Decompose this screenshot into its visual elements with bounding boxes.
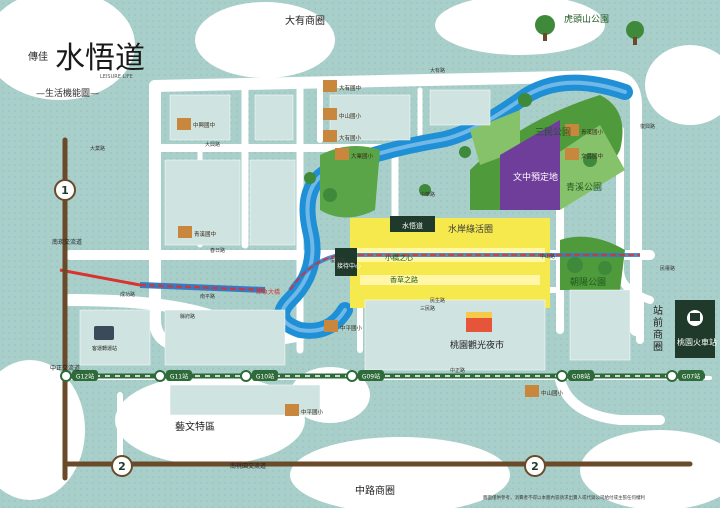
mrt-station-marker-icon xyxy=(240,370,252,382)
culture-reserve-label: 文中預定地 xyxy=(513,171,558,183)
bridge-label: 印象大橋 xyxy=(256,288,280,296)
project-site-label: 水悟道 xyxy=(402,221,423,230)
brand-subtitle-en: LEISURE LIFE xyxy=(100,74,133,80)
street-wenhua: 大興路 xyxy=(205,141,220,148)
south-interchange-label: 南崁交流道 xyxy=(52,238,82,246)
hw2-right-shield-icon xyxy=(524,455,546,477)
train-station-block xyxy=(675,300,715,358)
landmark-labels: 水悟道 水岸綠活圈 文中預定地 接待中心 桃園觀光夜市 桃園火車站 小橋之心 香… xyxy=(50,171,717,470)
school-label-6: 青溪國小 xyxy=(581,128,604,136)
mrt-station-label: G07站 xyxy=(682,373,700,381)
brand-name: 水悟道 xyxy=(55,41,145,76)
school-label-4: 中山國小 xyxy=(339,112,362,120)
park-sanmin: 三民公園 xyxy=(535,127,571,138)
waterfront-path xyxy=(360,275,540,285)
park-chaoyang: 朝陽公園 xyxy=(570,277,606,288)
mrt-station-marker-icon xyxy=(346,370,358,382)
night-market-label: 桃園觀光夜市 xyxy=(450,339,504,351)
bus-station-label: 客運轉運站 xyxy=(92,345,117,352)
park-hutoushan: 虎頭山公園 xyxy=(564,13,609,25)
hw2-right-label: 2 xyxy=(531,460,539,473)
street-sanmin: 三民路 xyxy=(420,305,435,312)
mrt-station-marker-icon xyxy=(556,370,568,382)
street-labels: 大有路 大興路 大業路 春日路 南平路 三民路 民生路 中正路 中山路 復興路 … xyxy=(90,67,675,374)
district-station: 站前商圈 xyxy=(653,304,663,353)
mrt-station-marker-icon xyxy=(60,370,72,382)
hw1-shield-icon xyxy=(54,179,76,201)
reception-center-label: 接待中心 xyxy=(337,262,361,270)
mrt-station-marker-icon xyxy=(154,370,166,382)
mrt-station-badge xyxy=(252,370,278,381)
city-blocks xyxy=(79,89,631,416)
street-dayou: 大有路 xyxy=(430,67,445,74)
brand: 傳佳 水悟道 LEISURE LIFE —生活機能圖— xyxy=(28,41,145,99)
project-site-block xyxy=(390,216,435,232)
street-zhonghua: 中華路 xyxy=(420,191,435,198)
district-station-vertical: 站前商圈 xyxy=(653,304,663,353)
hw1-label: 1 xyxy=(61,184,69,197)
school-label-5: 青溪國中 xyxy=(194,230,216,238)
street-nanping: 南平路 xyxy=(200,293,215,300)
mrt-station-label: G11站 xyxy=(170,373,188,381)
street-minquan: 民權路 xyxy=(660,265,675,272)
school-label-9: 大業國小 xyxy=(351,152,374,160)
school-label-1: 中興國中 xyxy=(193,121,215,129)
mrt-stations: G12站 G11站 G10站 G09站 G08站 G07站 xyxy=(60,370,704,382)
train-station-label: 桃園火車站 xyxy=(677,337,717,347)
mrt-station-badge xyxy=(568,370,594,381)
street-daxing: 大業路 xyxy=(90,145,105,152)
nantaoyuan-interchange-label: 南桃園交流道 xyxy=(230,462,266,470)
school-label-3: 大有國中 xyxy=(339,84,361,92)
culture-reserve xyxy=(500,120,560,210)
plaza-1-label: 小橋之心 xyxy=(385,253,413,262)
street-xianfu: 縣府路 xyxy=(180,313,195,320)
zhongzheng-interchange-label: 中正交流道 xyxy=(50,364,80,372)
highway-shields: 1 2 2 xyxy=(54,179,546,477)
street-minsheng: 民生路 xyxy=(430,297,445,304)
district-bottom: 中路商圈 xyxy=(355,484,395,497)
district-top: 大有商圈 xyxy=(285,14,325,27)
park-labels: 虎頭山公園 三民公園 青溪公園 朝陽公園 xyxy=(535,13,609,288)
mrt-station-label: G12站 xyxy=(76,373,94,381)
park-qingxi: 青溪公園 xyxy=(566,181,602,193)
mrt-station-label: G08站 xyxy=(572,373,590,381)
school-label-11: 中山國小 xyxy=(541,389,564,397)
district-art: 藝文特區 xyxy=(175,420,215,433)
street-chunri: 春日路 xyxy=(210,247,225,254)
street-fuxing: 復興路 xyxy=(640,123,655,130)
street-chenggong: 成功路 xyxy=(120,291,135,298)
waterfront-zone xyxy=(350,218,550,308)
reception-center-block xyxy=(335,248,357,276)
street-zhongzheng: 中正路 xyxy=(450,367,465,374)
mrt-station-badge xyxy=(358,370,384,381)
school-label-10: 中平國小 xyxy=(301,408,324,416)
trees xyxy=(304,15,644,275)
plaza-2-label: 香草之路 xyxy=(390,275,418,284)
mrt-station-badge xyxy=(72,370,98,381)
waterfront-label: 水岸綠活圈 xyxy=(448,223,493,235)
street-fuguo: 復國路 xyxy=(330,257,345,264)
mrt-station-label: G10站 xyxy=(256,373,274,381)
night-market-awning xyxy=(466,312,492,318)
street-zhongshan: 中山路 xyxy=(540,253,555,260)
district-labels: 大有商圈 藝文特區 中路商圈 xyxy=(175,14,395,497)
mrt-station-badge xyxy=(678,370,704,381)
bus-icon xyxy=(94,326,114,340)
school-label-2: 大有國小 xyxy=(339,134,362,142)
disclaimer: 圖面僅供參考，消費者不得以本圖內容請求出賣人或代銷公司給付或主張任何權利 xyxy=(483,494,645,501)
hw2-left-shield-icon xyxy=(111,455,133,477)
school-icons xyxy=(177,80,579,416)
school-labels: 中興國中 大有國小 大有國中 中山國小 青溪國中 青溪國小 文昌國中 中平國小 … xyxy=(193,84,604,416)
brand-company: 傳佳 xyxy=(28,50,48,63)
mrt-station-badge xyxy=(166,370,192,381)
mrt-station-label: G09站 xyxy=(362,373,380,381)
mrt-station-marker-icon xyxy=(666,370,678,382)
school-label-8: 中平國小 xyxy=(340,324,363,332)
brand-subtitle: —生活機能圖— xyxy=(36,87,99,99)
school-label-7: 文昌國中 xyxy=(581,152,603,160)
train-icon-body xyxy=(690,313,700,321)
hw2-left-label: 2 xyxy=(118,460,126,473)
